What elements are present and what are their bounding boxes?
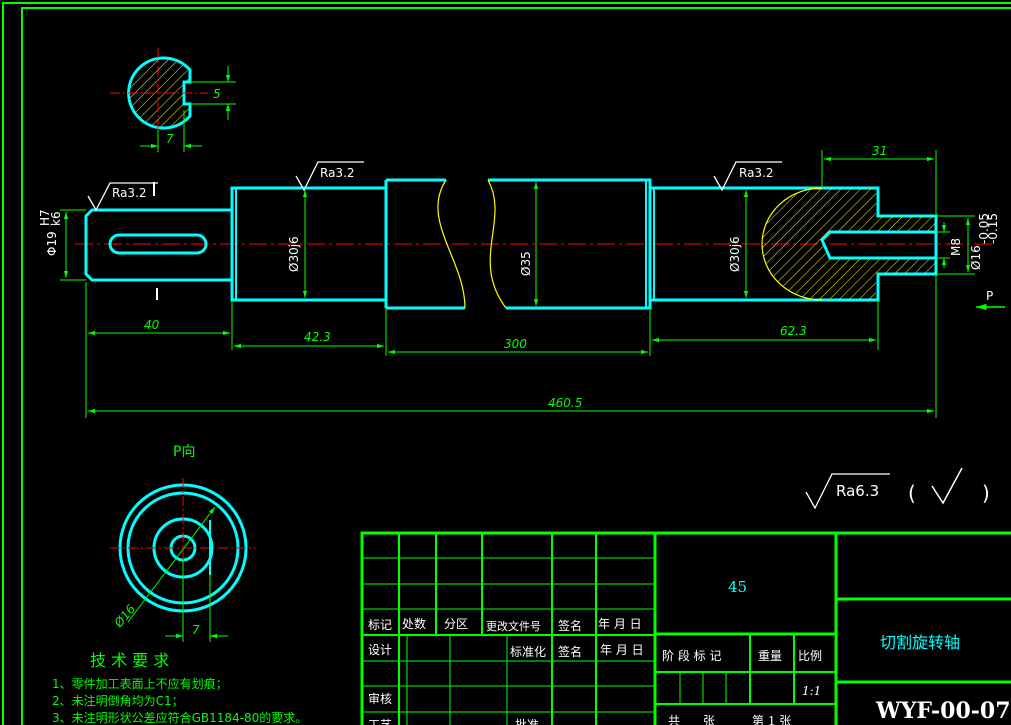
inner-frame xyxy=(21,7,1011,725)
scale: 1:1 xyxy=(802,684,821,698)
view-p-arrow: P xyxy=(976,289,1005,311)
h-sheet: 张 xyxy=(703,714,715,725)
end-view: P向 Ø16 7 xyxy=(110,444,256,642)
h-stage: 阶 段 标 记 xyxy=(662,648,721,663)
length-dimensions: 31 40 42.3 300 62.3 460.5 xyxy=(85,144,937,418)
dia-16-tol-bot: -0.15 xyxy=(986,213,1000,244)
paren-open: ( xyxy=(908,481,916,505)
tech-requirements: 技 术 要 求 1、零件加工表面上不应有划痕； 2、未注明倒角均为C1； 3、未… xyxy=(52,651,307,725)
h-review: 审核 xyxy=(368,691,392,706)
h-weight: 重量 xyxy=(758,649,782,663)
roughness-2: Ra3.2 xyxy=(320,166,355,180)
h-date2: 年 月 日 xyxy=(600,643,644,657)
drawing-number: WYF-00-07 xyxy=(875,698,1011,724)
h-mark: 标记 xyxy=(368,618,392,632)
title-block-text: 45 切割旋转轴 WYF-00-07 标记 处数 分区 更改文件号 签名 年 月… xyxy=(368,578,1011,725)
dia-left: Φ19 xyxy=(45,231,59,256)
h-zone: 分区 xyxy=(444,617,468,631)
dia-30-left: Ø30j6 xyxy=(287,236,301,272)
roughness-symbols: Ra3.2 Ra3.2 Ra3.2 xyxy=(87,161,782,300)
h-total: 共 xyxy=(668,714,680,725)
len-62-3: 62.3 xyxy=(780,324,807,338)
dia-left-tol-bot: k6 xyxy=(49,211,63,226)
len-40: 40 xyxy=(144,318,160,332)
dia-16: Ø16 xyxy=(969,245,983,270)
h-std: 标准化 xyxy=(510,645,546,659)
dia-30-right: Ø30j6 xyxy=(728,236,742,272)
view-p-title: P向 xyxy=(173,444,195,460)
material: 45 xyxy=(728,578,747,596)
h-page: 第 1 张 xyxy=(752,714,791,725)
keyway-slot xyxy=(108,233,208,255)
dia-16-tol-top: -0.05 xyxy=(977,213,991,244)
h-design: 设计 xyxy=(368,643,392,657)
len-42-3: 42.3 xyxy=(304,330,331,344)
paren-close: ) xyxy=(982,481,990,505)
h-approve: 批准 xyxy=(515,717,539,725)
h-scale: 比例 xyxy=(798,649,822,663)
end-dim: 7 xyxy=(192,623,200,637)
h-date: 年 月 日 xyxy=(598,617,642,631)
view-p-label: P xyxy=(986,289,993,303)
check-mark-icon xyxy=(931,467,963,505)
h-count: 处数 xyxy=(402,616,426,631)
roughness-general: Ra6.3 xyxy=(836,482,879,500)
title-block xyxy=(360,531,1011,725)
diameter-dimensions: Φ19 H7 k6 Ø30j6 Ø35 Ø30j6 M8 Ø16 -0.05 -… xyxy=(38,182,1000,306)
tech-req-title: 技 术 要 求 xyxy=(90,651,169,670)
len-300: 300 xyxy=(504,337,527,351)
h-sign2: 签名 xyxy=(558,644,582,659)
dia-35: Ø35 xyxy=(519,251,533,276)
tech-req-item-1: 1、零件加工表面上不应有划痕； xyxy=(52,676,228,691)
dia-left-tol-top: H7 xyxy=(38,209,52,226)
end-dia: Ø16 xyxy=(111,602,138,631)
roughness-3: Ra3.2 xyxy=(739,166,774,180)
len-31: 31 xyxy=(872,144,887,158)
general-roughness: Ra6.3 ( ) xyxy=(805,467,990,510)
tech-req-item-2: 2、未注明倒角均为C1； xyxy=(52,693,184,708)
section-dim-width: 5 xyxy=(213,87,221,101)
shaft-main-view xyxy=(75,178,995,310)
tech-req-item-3: 3、未注明形状公差应符合GB1184-80的要求。 xyxy=(52,710,307,725)
h-craft: 工艺 xyxy=(368,718,392,725)
len-460-5: 460.5 xyxy=(548,396,582,410)
keyway-section-view: 5 7 xyxy=(110,48,236,152)
h-docno: 更改文件号 xyxy=(486,619,541,633)
part-name: 切割旋转轴 xyxy=(880,633,960,652)
roughness-1: Ra3.2 xyxy=(112,186,147,200)
section-dim-depth: 7 xyxy=(166,132,174,146)
thread: M8 xyxy=(949,238,963,256)
h-sign: 签名 xyxy=(558,618,582,633)
